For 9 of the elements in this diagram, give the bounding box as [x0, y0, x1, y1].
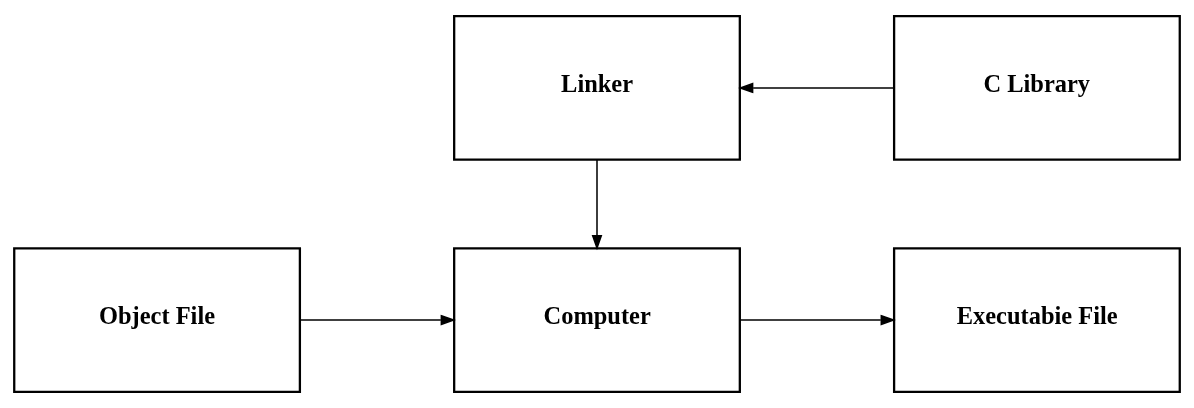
node-box: C Library: [892, 14, 1181, 161]
node-box: Computer: [453, 247, 741, 394]
node-box: Executabie File: [892, 247, 1181, 394]
arrow: [299, 314, 456, 326]
node-box: Linker: [453, 14, 741, 161]
arrow: [739, 314, 896, 326]
arrow: [738, 82, 895, 94]
node-box: Object File: [13, 247, 302, 394]
arrow: [591, 159, 603, 251]
